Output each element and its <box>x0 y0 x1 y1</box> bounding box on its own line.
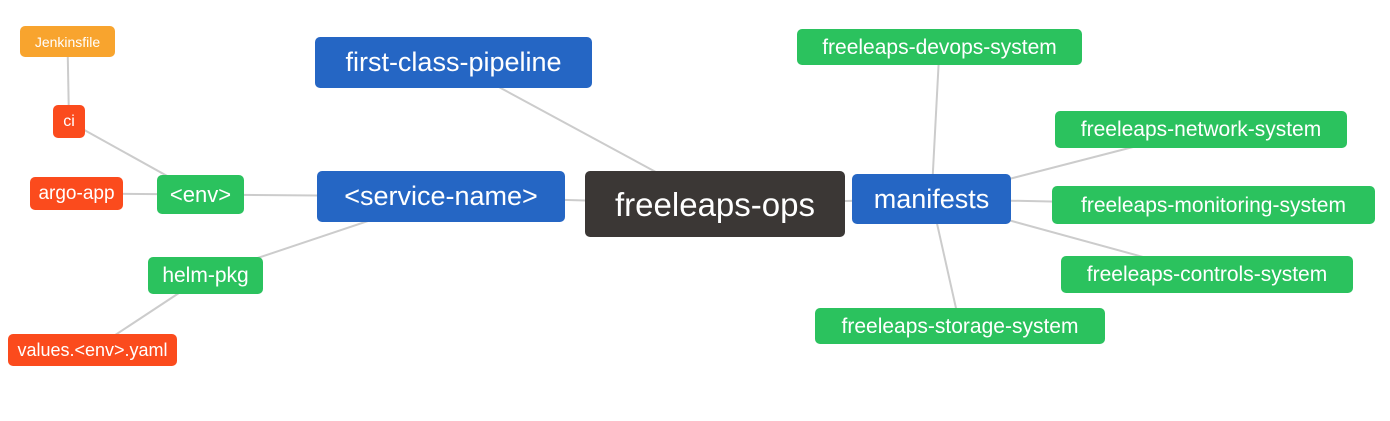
node-values-env-yaml[interactable]: values.<env>.yaml <box>8 334 177 366</box>
node-freeleaps-monitoring-system[interactable]: freeleaps-monitoring-system <box>1052 186 1375 224</box>
node-freeleaps-devops-system[interactable]: freeleaps-devops-system <box>797 29 1082 65</box>
node-freeleaps-controls-system[interactable]: freeleaps-controls-system <box>1061 256 1353 293</box>
node-freeleaps-storage-system[interactable]: freeleaps-storage-system <box>815 308 1105 344</box>
node-env[interactable]: <env> <box>157 175 244 214</box>
node-service-name[interactable]: <service-name> <box>317 171 565 222</box>
node-manifests[interactable]: manifests <box>852 174 1011 224</box>
node-argo-app[interactable]: argo-app <box>30 177 123 210</box>
node-helm-pkg[interactable]: helm-pkg <box>148 257 263 294</box>
node-ci[interactable]: ci <box>53 105 85 138</box>
node-freeleaps-ops[interactable]: freeleaps-ops <box>585 171 845 237</box>
edge-manifests-to-freeleaps-devops-system <box>930 46 941 200</box>
node-freeleaps-network-system[interactable]: freeleaps-network-system <box>1055 111 1347 148</box>
node-jenkinsfile[interactable]: Jenkinsfile <box>20 26 115 57</box>
node-first-class-pipeline[interactable]: first-class-pipeline <box>315 37 592 88</box>
